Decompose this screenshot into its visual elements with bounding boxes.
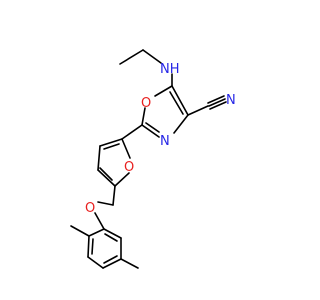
molecule-canvas: NH O N N O O (70, 49, 236, 269)
bond-ring-c2-c3-double (91, 238, 94, 255)
bond-furan-c5-c4 (97, 169, 116, 187)
bond-furan-c2-o (121, 138, 131, 159)
bond-c2-n3-double (145, 122, 160, 133)
bond-n3-c4 (173, 114, 189, 134)
bond-furan-ch2 (112, 185, 116, 206)
ether-oxygen-label: O (85, 201, 95, 216)
bond-ethyl-ch3-ch2 (119, 49, 144, 65)
bond-ring-c3-c4 (87, 256, 104, 269)
bond-o1-c2 (141, 107, 146, 126)
bond-ring-c2-c3 (87, 235, 90, 258)
oxazole-nitrogen-label: N (160, 134, 170, 149)
bond-c5-o1 (154, 85, 173, 97)
bond-furan-c5-c4-double (99, 167, 113, 181)
bond-nitrile-3 (209, 101, 227, 110)
bond-ethyl-ch2-n (142, 49, 162, 64)
bond-ring-c6-c1 (103, 228, 122, 239)
bond-c2-n3 (141, 124, 160, 138)
bond-nitrile-1 (207, 95, 225, 104)
bond-ring-c6-c1-double (104, 233, 118, 242)
nitrile-nitrogen-label: N (226, 93, 236, 108)
amine-nh-label: NH (160, 62, 180, 77)
bond-ch2-o (97, 201, 114, 206)
bond-ring-c1-c2 (88, 228, 105, 237)
bond-oxazole-furan (121, 124, 143, 140)
bond-c4-cn (187, 105, 209, 116)
structure-diagram: NH O N N O O (70, 49, 236, 269)
oxazole-oxygen-label: O (141, 96, 151, 111)
bond-furan-c3-c2 (99, 138, 123, 147)
bond-ring-c4-c5-double (103, 255, 118, 264)
bond-furan-o-c5 (114, 172, 130, 187)
bond-c4-c5-double (169, 91, 184, 115)
furan-oxygen-label: O (124, 160, 134, 175)
bond-methyl-upper (70, 225, 90, 237)
bond-o-aryl (94, 212, 105, 230)
bond-ring-c4-c5 (102, 258, 122, 269)
bond-c4-c5 (171, 85, 189, 116)
bond-furan-c3-c2-double (103, 143, 120, 150)
bond-methyl-lower (120, 258, 139, 269)
bond-nitrile-2 (208, 98, 226, 107)
bond-furan-c4-c3 (97, 145, 101, 171)
